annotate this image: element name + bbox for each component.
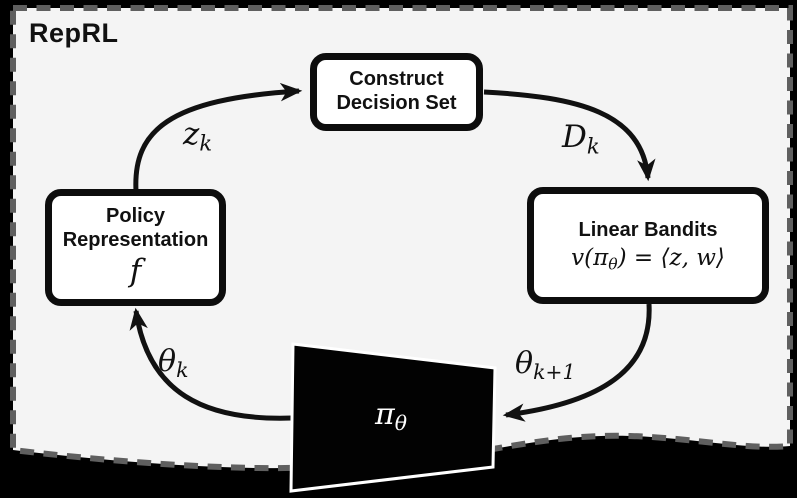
edge-label-zk: zk	[183, 116, 213, 156]
screen-label-pi-theta: πθ	[375, 397, 407, 436]
node-construct-line2: Decision Set	[336, 92, 457, 114]
edge-label-theta-k: θk	[158, 344, 189, 383]
panel-dashed-border	[10, 5, 793, 472]
node-bandits-title: Linear Bandits	[578, 218, 718, 241]
arrow-bandits-to-screen	[502, 303, 652, 422]
node-policy-representation: Policy Representation f	[45, 189, 226, 306]
node-policy-symbol-f: f	[129, 253, 142, 290]
arrow-construct-to-bandits	[483, 89, 656, 182]
arrow-screen-to-policy	[129, 307, 293, 421]
node-construct-line1: Construct	[349, 68, 444, 91]
edge-label-theta-k-plus-1: θk+1	[515, 346, 576, 385]
node-linear-bandits: Linear Bandits v(πθ) = ⟨z, w⟩	[527, 187, 769, 304]
node-policy-line1: Policy	[106, 205, 165, 228]
policy-screen-trapezoid	[289, 342, 497, 493]
node-construct-decision-set: Construct Decision Set	[310, 53, 483, 131]
diagram-title: RepRL	[29, 18, 119, 48]
edge-label-dk: Dk	[562, 119, 600, 159]
arrow-policy-to-construct	[133, 82, 303, 192]
node-bandits-formula: v(πθ) = ⟨z, w⟩	[571, 245, 725, 274]
node-policy-line2: Representation	[62, 228, 209, 251]
